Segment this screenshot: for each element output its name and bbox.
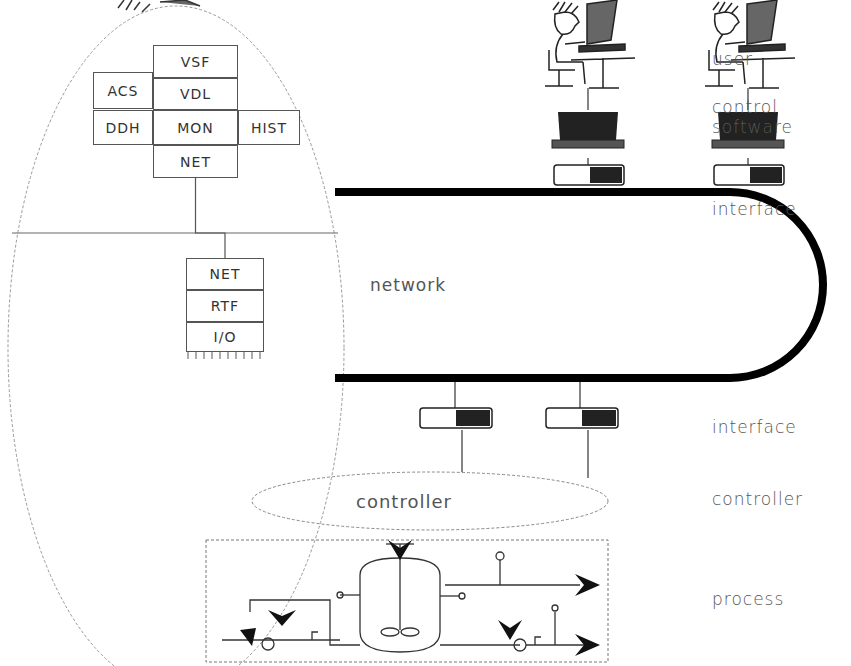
node-label: VSF: [181, 54, 211, 70]
node-label: RTF: [211, 298, 239, 314]
controller-outline: [252, 472, 608, 530]
user-figures: [545, 0, 795, 88]
layer-label: controller: [712, 490, 847, 510]
node-label: DDH: [105, 120, 140, 136]
connector: [196, 178, 226, 258]
layer-label: control software: [712, 98, 822, 137]
node-label: controller: [356, 491, 452, 512]
layer-label: interface: [712, 200, 842, 220]
zoom-ellipse: [8, 6, 344, 666]
module-box: MON: [153, 110, 238, 145]
node-label: HIST: [251, 120, 287, 136]
module-box: HIST: [238, 110, 300, 145]
module-box: VDL: [153, 78, 238, 110]
wires: [455, 88, 748, 478]
io-pins: [186, 352, 264, 359]
node-label: I/O: [214, 329, 237, 345]
separator-line: [12, 233, 338, 234]
reactor-drawing: [222, 544, 585, 652]
module-box: VSF: [153, 45, 238, 78]
module-box: NET: [186, 258, 264, 290]
layer-label: process: [712, 590, 842, 610]
node-label: ACS: [108, 83, 139, 99]
controller-ellipse: controller: [250, 470, 610, 532]
node-label: network: [370, 275, 446, 295]
node-label: VDL: [180, 86, 211, 102]
module-box: I/O: [186, 322, 264, 352]
partial-user: [118, 0, 200, 12]
network-ring: [335, 192, 823, 378]
node-label: MON: [177, 120, 214, 136]
process-box: [206, 540, 608, 662]
layer-label: user: [712, 50, 832, 70]
module-box: ACS: [93, 72, 153, 109]
module-box: DDH: [93, 110, 153, 145]
node-label: NET: [210, 266, 241, 282]
layer-label: interface: [712, 418, 842, 438]
module-box: RTF: [186, 290, 264, 322]
module-box: NET: [153, 145, 238, 178]
node-label: NET: [180, 154, 211, 170]
flow-arrows: [240, 540, 600, 656]
